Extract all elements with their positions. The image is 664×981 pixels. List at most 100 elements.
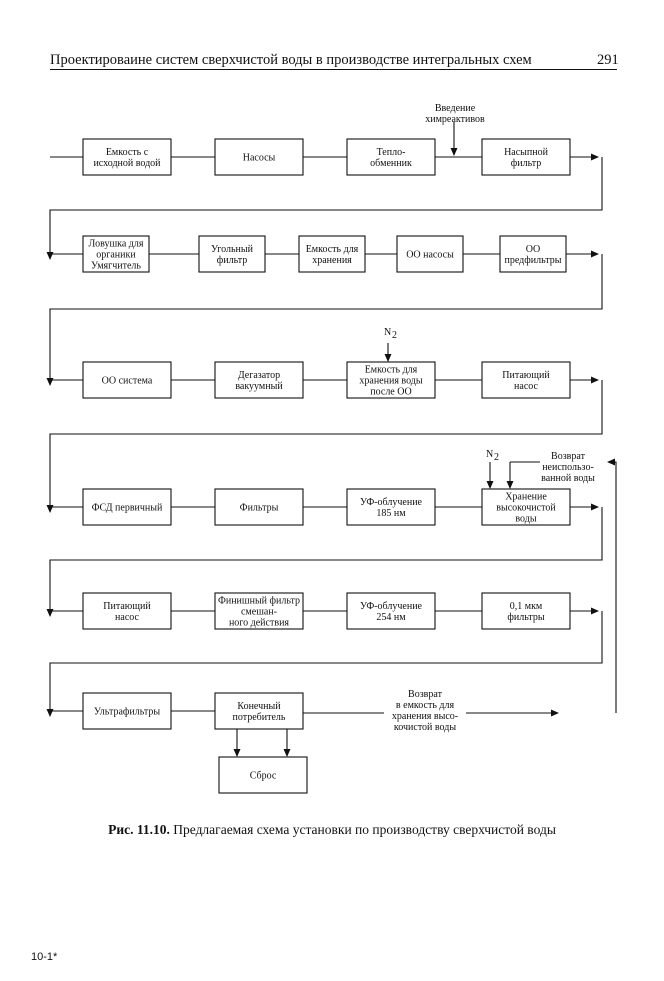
node-label: Насосы — [243, 153, 276, 164]
page-number: 291 — [597, 52, 619, 68]
label-line: Возврат — [551, 451, 586, 462]
node-label: Емкость с — [106, 147, 149, 158]
node-label: высокочистой — [496, 503, 556, 514]
node-label: Ультрафильтры — [94, 707, 161, 718]
node-label: ОО система — [102, 376, 153, 387]
node-box — [214, 592, 304, 630]
node-n15: Фильтры — [214, 488, 304, 526]
node-label: смешан- — [241, 607, 277, 618]
node-label: после ОО — [370, 387, 411, 398]
node-label: Питающий — [502, 370, 550, 381]
node-box — [82, 692, 172, 730]
node-label: исходной водой — [93, 158, 161, 169]
node-box — [82, 361, 172, 399]
label-line: Возврат — [408, 689, 443, 700]
node-label: ОО — [526, 244, 540, 255]
node-box — [481, 361, 571, 399]
node-box — [214, 488, 304, 526]
node-box — [214, 692, 304, 730]
node-label: обменник — [370, 158, 412, 169]
node-label: 0,1 мкм — [510, 601, 543, 612]
node-label: Емкость для — [365, 365, 418, 376]
n2-symbol: N — [384, 327, 391, 338]
node-box — [82, 488, 172, 526]
node-box — [218, 756, 308, 794]
n2-subscript: 2 — [494, 452, 499, 463]
node-label: ФСД первичный — [92, 503, 163, 514]
node-label: насос — [514, 381, 538, 392]
caption-label: Рис. 11.10. — [108, 822, 170, 837]
n2-symbol: N — [486, 449, 493, 460]
node-label: Фильтры — [240, 503, 279, 514]
node-label: вакуумный — [235, 381, 283, 392]
node-label: фильтры — [507, 612, 544, 623]
label-line: химреактивов — [425, 114, 485, 125]
flow-line — [607, 458, 617, 713]
flow-line — [46, 611, 603, 717]
node-label: Дегазатор — [238, 370, 280, 381]
node-n10: ОО система — [82, 361, 172, 399]
node-box — [82, 592, 172, 630]
node-label: Тепло- — [377, 147, 406, 158]
node-label: УФ-облучение — [360, 497, 423, 508]
node-label: Емкость для — [306, 244, 359, 255]
node-label: Насыпной — [504, 147, 549, 158]
node-label: Сброс — [250, 771, 277, 782]
node-box — [346, 138, 436, 176]
node-box — [346, 361, 436, 399]
node-label: предфильтры — [505, 255, 562, 266]
node-n24: Сброс — [218, 756, 308, 794]
node-label: потребитель — [233, 712, 286, 723]
footer-signature-mark: 10-1* — [31, 951, 58, 963]
node-box — [82, 235, 150, 273]
node-label: насос — [115, 612, 139, 623]
node-label: Умягчитель — [91, 261, 141, 272]
label-line: Введение — [435, 103, 476, 114]
node-box — [396, 235, 464, 273]
node-n8: ОО насосы — [396, 235, 464, 273]
label-line: ванной воды — [541, 473, 595, 484]
node-label: органики — [96, 250, 136, 261]
node-box — [298, 235, 366, 273]
label-line: кочистой воды — [394, 722, 456, 733]
node-box — [346, 592, 436, 630]
node-box — [198, 235, 266, 273]
label-line: неиспользо- — [542, 462, 594, 473]
node-label: Ловушка для — [89, 239, 144, 250]
node-box — [82, 138, 172, 176]
node-label: Угольный — [211, 244, 254, 255]
label-line: в емкость для — [396, 700, 455, 711]
node-label: Питающий — [103, 601, 151, 612]
node-box — [346, 488, 436, 526]
flow-line — [46, 507, 603, 617]
header-rule — [50, 69, 617, 70]
node-label: ного действия — [229, 618, 289, 629]
node-n22: Ультрафильтры — [82, 692, 172, 730]
node-label: УФ-облучение — [360, 601, 423, 612]
flow-line — [46, 254, 603, 386]
node-label: Конечный — [237, 701, 281, 712]
node-box — [499, 235, 567, 273]
node-box — [481, 138, 571, 176]
flow-line — [46, 380, 603, 513]
page-header-title: Проектироваине систем сверхчистой воды в… — [50, 52, 532, 68]
n2-subscript: 2 — [392, 330, 397, 341]
flow-line — [46, 157, 603, 260]
figure-caption: Рис. 11.10. Предлагаемая схема установки… — [0, 822, 664, 838]
